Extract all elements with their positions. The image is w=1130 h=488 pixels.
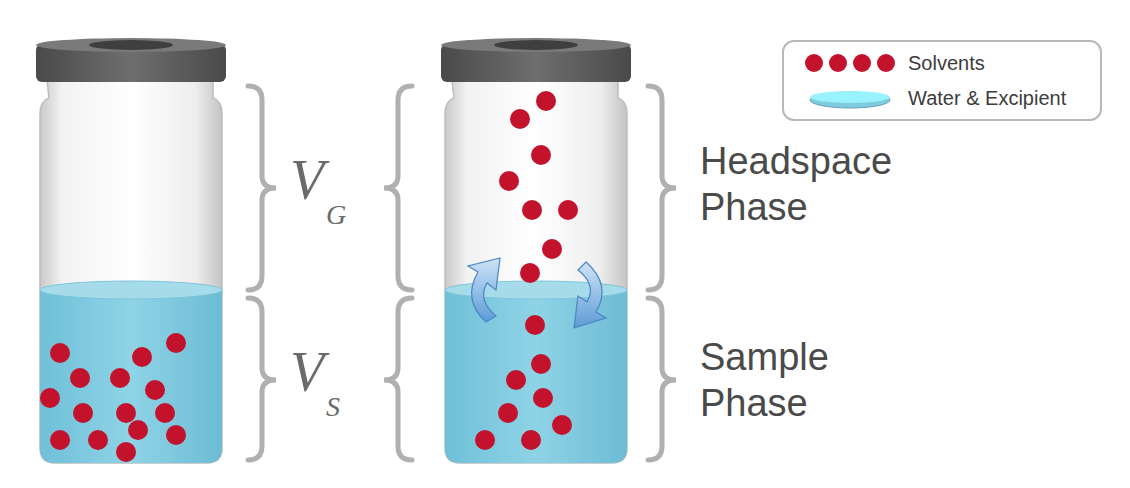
solvent-dots-left [40, 333, 186, 462]
volume-symbol: V [290, 342, 324, 404]
vial-right [441, 38, 631, 463]
volume-subscript: S [326, 392, 340, 423]
vial-left [36, 38, 226, 463]
exchange-arrows [468, 258, 606, 328]
phase-label: Sample Phase [700, 334, 940, 426]
volume-symbol: V [290, 150, 324, 212]
dots-swatch [800, 50, 900, 76]
legend-entry: Solvents [800, 50, 985, 76]
legend-label: Solvents [908, 52, 985, 75]
legend-label: Water & Excipient [908, 87, 1066, 110]
volume-subscript: G [326, 200, 346, 231]
phase-label: Headspace Phase [700, 138, 940, 230]
disc-swatch [800, 85, 900, 111]
legend-entry: Water & Excipient [800, 85, 1066, 111]
brackets [248, 86, 676, 460]
